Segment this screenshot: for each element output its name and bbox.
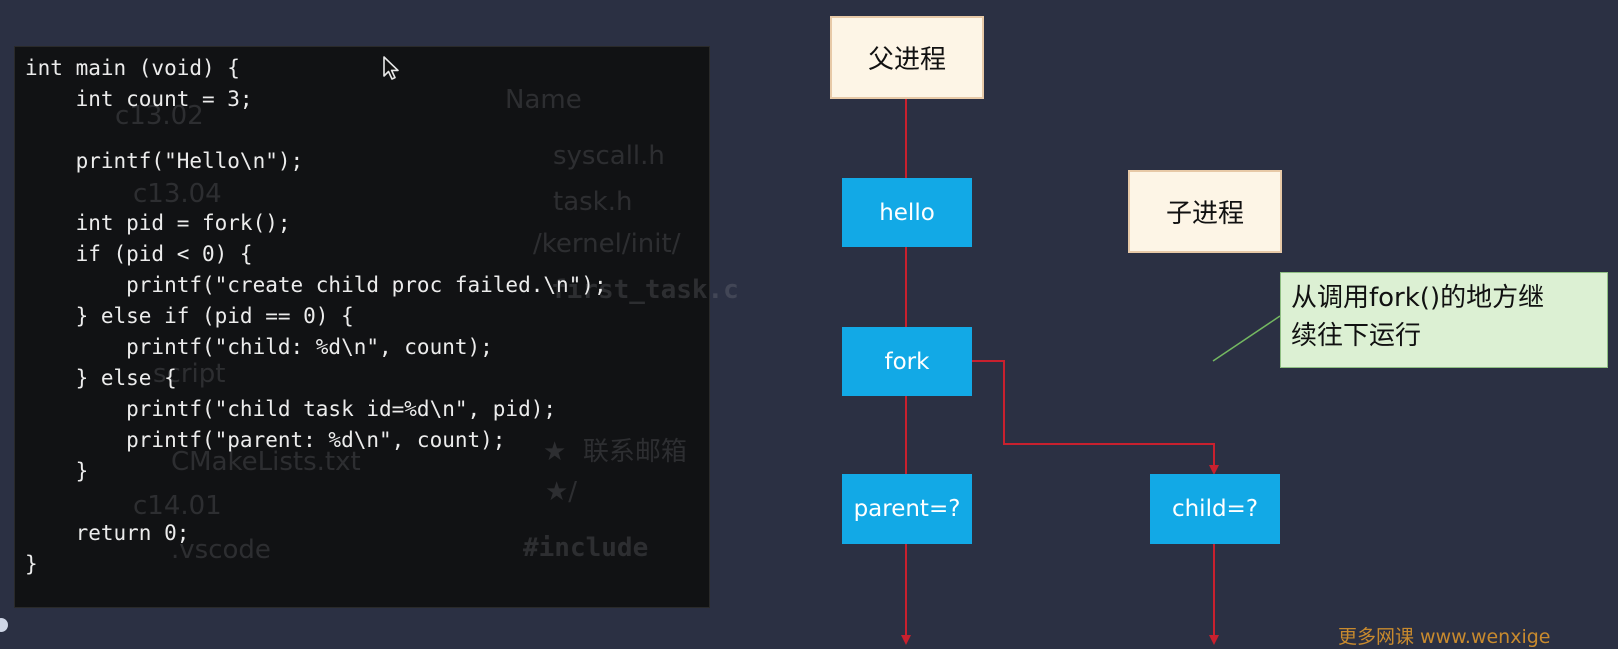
ghost-cmakelists: CMakeLists.txt	[171, 447, 361, 477]
code-line: } else if (pid == 0) {	[25, 304, 354, 328]
ghost-file-task: task.h	[553, 187, 633, 217]
ghost-first-task: first_task.c	[551, 275, 739, 305]
code-line: printf("parent: %d\n", count);	[25, 428, 506, 452]
fork-note-line-1: 从调用fork()的地方继	[1291, 283, 1545, 313]
ghost-comment-end: ★/	[545, 477, 578, 507]
note-callout-line	[1212, 315, 1281, 362]
hello-box: hello	[842, 178, 972, 247]
code-line: printf("child: %d\n", count);	[25, 335, 493, 359]
fork-note-line-2: 续往下运行	[1291, 321, 1422, 351]
code-line: int pid = fork();	[25, 211, 291, 235]
code-line: if (pid < 0) {	[25, 242, 253, 266]
code-line: printf("create child proc failed.\n");	[25, 273, 607, 297]
child-result-box: child=?	[1150, 474, 1280, 544]
ghost-folder-c13-02: c13.02	[115, 101, 204, 131]
watermark: 更多网课 www.wenxige	[1338, 626, 1551, 648]
code-line: int count = 3;	[25, 87, 253, 111]
line-fork-to-child	[972, 360, 1219, 475]
ghost-vscode: .vscode	[171, 535, 271, 565]
code-line: printf("Hello\n");	[25, 149, 304, 173]
code-line: }	[25, 459, 89, 483]
code-line: return 0;	[25, 521, 190, 545]
mouse-pointer-icon	[383, 56, 399, 80]
ghost-comment-email: ★ 联系邮箱	[543, 437, 687, 467]
ghost-script: script	[153, 359, 226, 389]
corner-circle-icon	[0, 618, 8, 632]
ghost-folder-c13-04: c13.04	[133, 179, 222, 209]
fork-note: 从调用fork()的地方继 续往下运行	[1280, 272, 1608, 368]
ghost-name-header: Name	[505, 85, 582, 115]
code-line: printf("child task id=%d\n", pid);	[25, 397, 557, 421]
code-line: int main (void) {	[25, 56, 240, 80]
code-block: int main (void) { int count = 3; printf(…	[25, 53, 607, 580]
code-panel: Name c13.02 syscall.h c13.04 task.h /ker…	[14, 46, 739, 608]
parent-process-box: 父进程	[830, 16, 984, 99]
ghost-kernel-path: /kernel/init/	[533, 229, 681, 259]
ghost-include: #include	[523, 533, 649, 563]
child-process-box: 子进程	[1128, 170, 1282, 253]
code-line: }	[25, 552, 38, 576]
fork-box: fork	[842, 327, 972, 396]
parent-result-box: parent=?	[842, 474, 972, 544]
ghost-folder-c14-01: c14.01	[133, 491, 222, 521]
code-line: } else {	[25, 366, 177, 390]
ghost-file-syscall: syscall.h	[553, 141, 665, 171]
